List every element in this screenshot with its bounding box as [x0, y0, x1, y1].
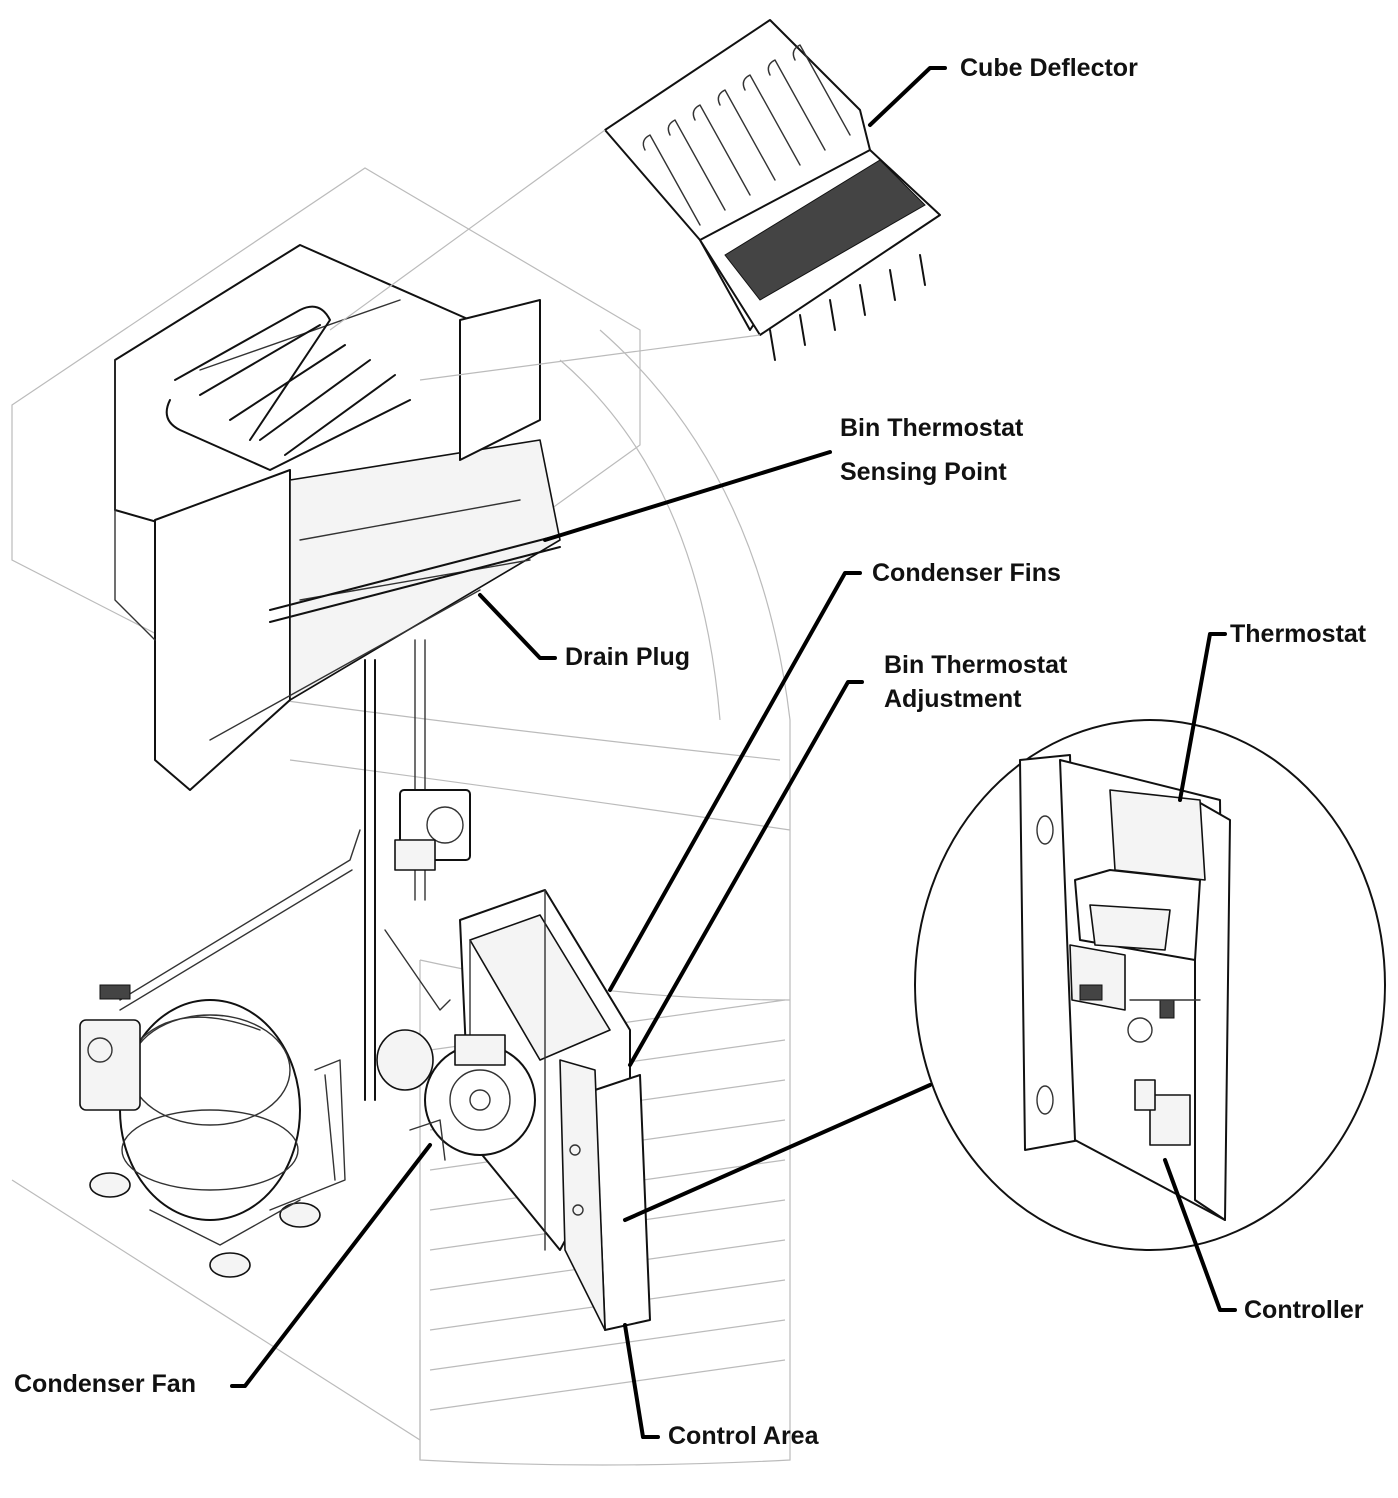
leader-controller	[1163, 1158, 1237, 1312]
deflector-teeth	[769, 254, 926, 361]
label-bin-thermostat-adjustment-line2: Adjustment	[884, 685, 1022, 713]
deflector-slots	[642, 44, 851, 226]
label-drain-plug: Drain Plug	[565, 643, 691, 671]
leader-bin-thermostat-adjustment	[628, 680, 864, 1067]
label-condenser-fan: Condenser Fan	[14, 1370, 196, 1398]
leader-bin-thermostat-sensing	[543, 450, 832, 542]
label-bin-thermostat-sensing-line1: Bin Thermostat	[840, 414, 1024, 442]
leader-condenser-fan	[230, 1143, 432, 1388]
leader-control-area	[623, 1323, 660, 1439]
leader-drain-plug	[478, 593, 557, 660]
label-bin-thermostat-sensing-line2: Sensing Point	[840, 458, 1007, 486]
leader-lines	[230, 66, 1237, 1439]
leader-condenser-fins	[608, 571, 862, 992]
label-condenser-fins: Condenser Fins	[872, 559, 1061, 587]
water-valve	[394, 789, 471, 871]
leader-controller-to-control-box	[623, 1083, 932, 1222]
cube-deflector	[329, 19, 941, 381]
label-thermostat: Thermostat	[1230, 620, 1367, 648]
label-controller: Controller	[1244, 1296, 1364, 1324]
leader-cube-deflector	[868, 66, 947, 127]
label-cube-deflector: Cube Deflector	[960, 54, 1138, 82]
controller-inset	[914, 719, 1386, 1251]
leader-thermostat	[1178, 632, 1227, 802]
control-box	[559, 1059, 651, 1331]
evaporator-tubes	[165, 305, 411, 471]
label-bin-thermostat-adjustment-line1: Bin Thermostat	[884, 651, 1068, 679]
compressor	[79, 984, 321, 1278]
label-control-area: Control Area	[668, 1422, 819, 1450]
evaporator-assembly	[114, 244, 561, 791]
